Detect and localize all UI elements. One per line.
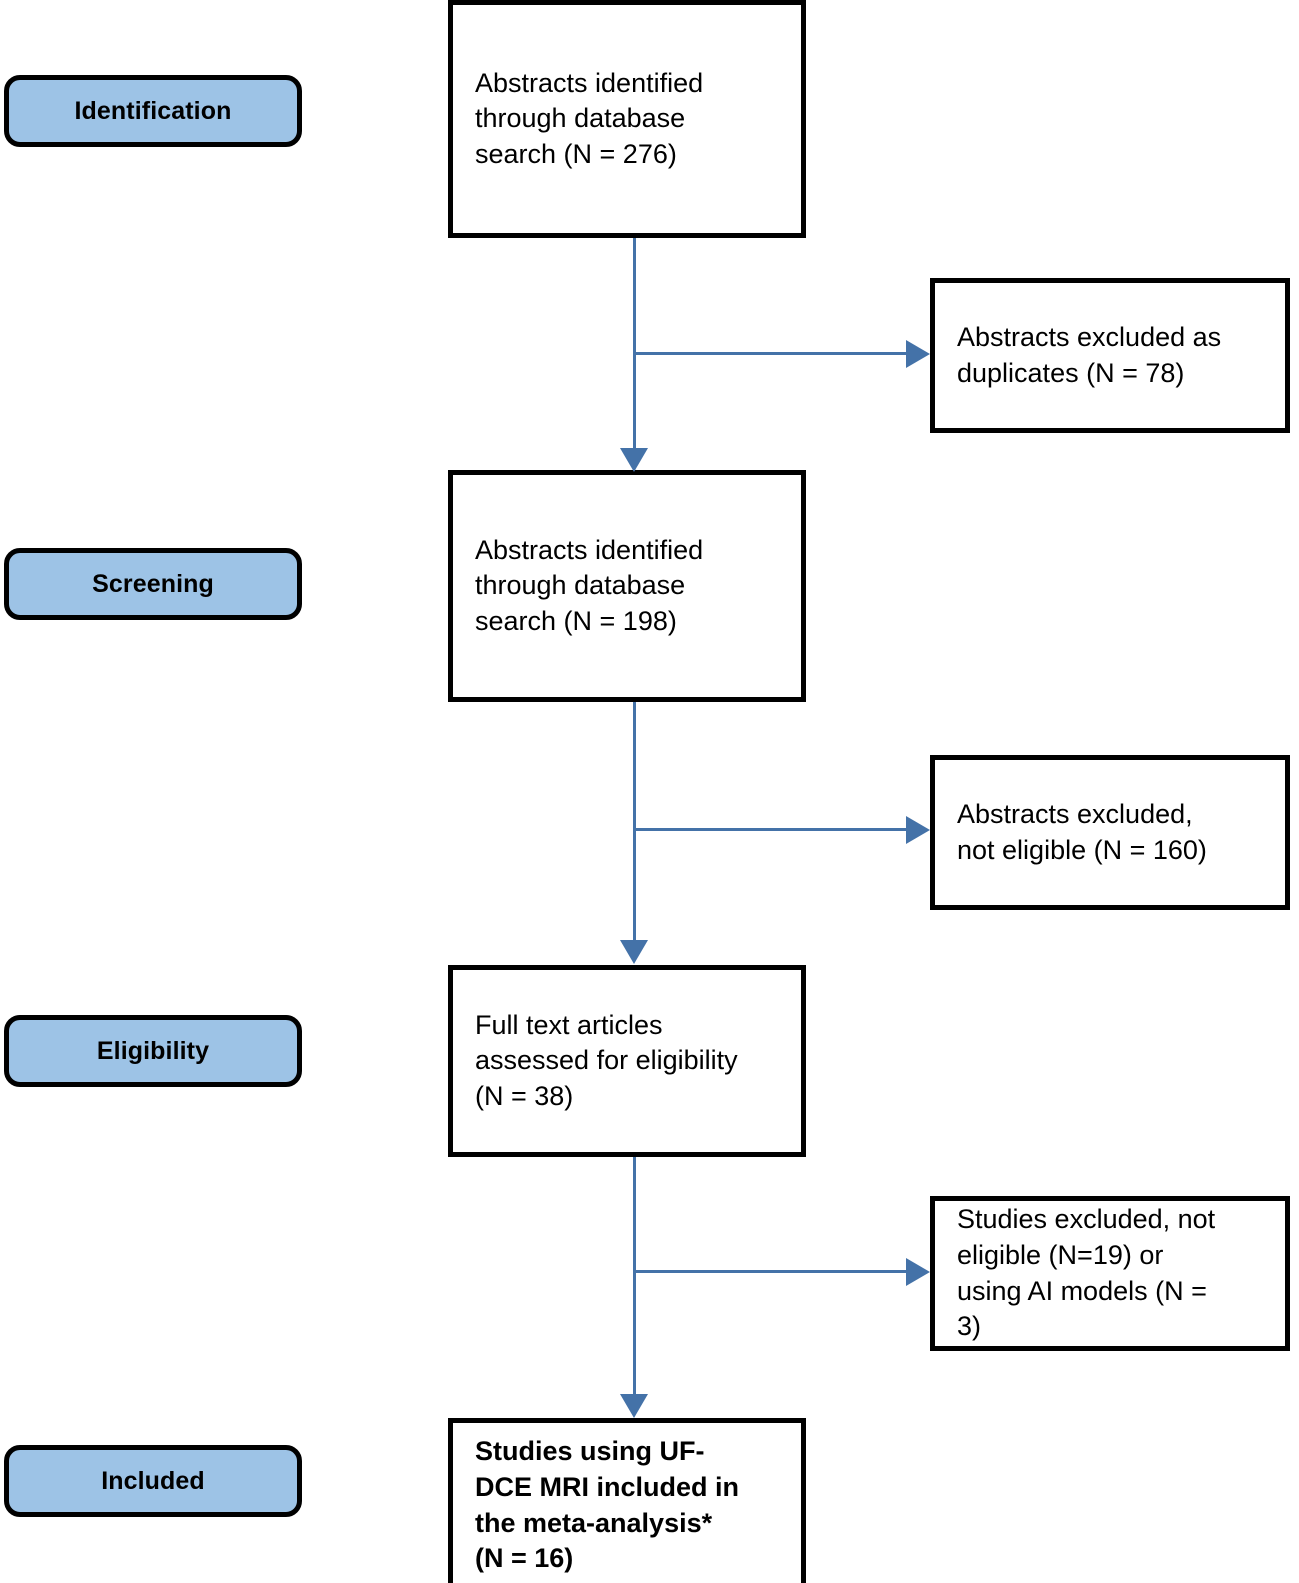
exclusion-box-not-eligible-text: Abstracts excluded, not eligible (N = 16…	[957, 798, 1207, 865]
exclusion-box-studies: Studies excluded, not eligible (N=19) or…	[930, 1196, 1290, 1351]
arrow-right-1	[906, 340, 930, 368]
exclusion-box-not-eligible: Abstracts excluded, not eligible (N = 16…	[930, 755, 1290, 910]
flow-box-identified-198-text: Abstracts identified through database se…	[475, 534, 704, 636]
stage-label-screening: Screening	[92, 569, 214, 598]
exclusion-box-studies-text: Studies excluded, not eligible (N=19) or…	[957, 1204, 1216, 1342]
stage-label-included: Included	[101, 1466, 205, 1495]
flow-box-identified-276-text: Abstracts identified through database se…	[475, 67, 704, 169]
flow-box-fulltext-38: Full text articles assessed for eligibil…	[448, 965, 806, 1157]
connector-vertical-2	[633, 702, 636, 949]
stage-pill-screening: Screening	[4, 548, 302, 620]
connector-vertical-3	[633, 1157, 636, 1397]
arrow-right-2	[906, 816, 930, 844]
flow-box-identified-198: Abstracts identified through database se…	[448, 470, 806, 702]
exclusion-box-duplicates-text: Abstracts excluded as duplicates (N = 78…	[957, 321, 1222, 388]
connector-vertical-1	[633, 238, 636, 460]
stage-pill-eligibility: Eligibility	[4, 1015, 302, 1087]
arrow-down-1	[620, 448, 648, 472]
flow-box-fulltext-38-text: Full text articles assessed for eligibil…	[475, 1009, 738, 1111]
connector-horizontal-2	[633, 828, 913, 831]
flow-box-included-16: Studies using UF- DCE MRI included in th…	[448, 1418, 806, 1583]
arrow-down-3	[620, 1394, 648, 1418]
arrow-right-3	[906, 1258, 930, 1286]
stage-label-identification: Identification	[74, 96, 232, 125]
connector-horizontal-3	[633, 1270, 913, 1273]
flow-box-included-16-text: Studies using UF- DCE MRI included in th…	[475, 1436, 740, 1574]
stage-label-eligibility: Eligibility	[96, 1036, 210, 1065]
arrow-down-2	[620, 940, 648, 964]
stage-pill-included: Included	[4, 1445, 302, 1517]
stage-pill-identification: Identification	[4, 75, 302, 147]
flow-box-identified-276: Abstracts identified through database se…	[448, 0, 806, 238]
exclusion-box-duplicates: Abstracts excluded as duplicates (N = 78…	[930, 278, 1290, 433]
connector-horizontal-1	[633, 352, 913, 355]
